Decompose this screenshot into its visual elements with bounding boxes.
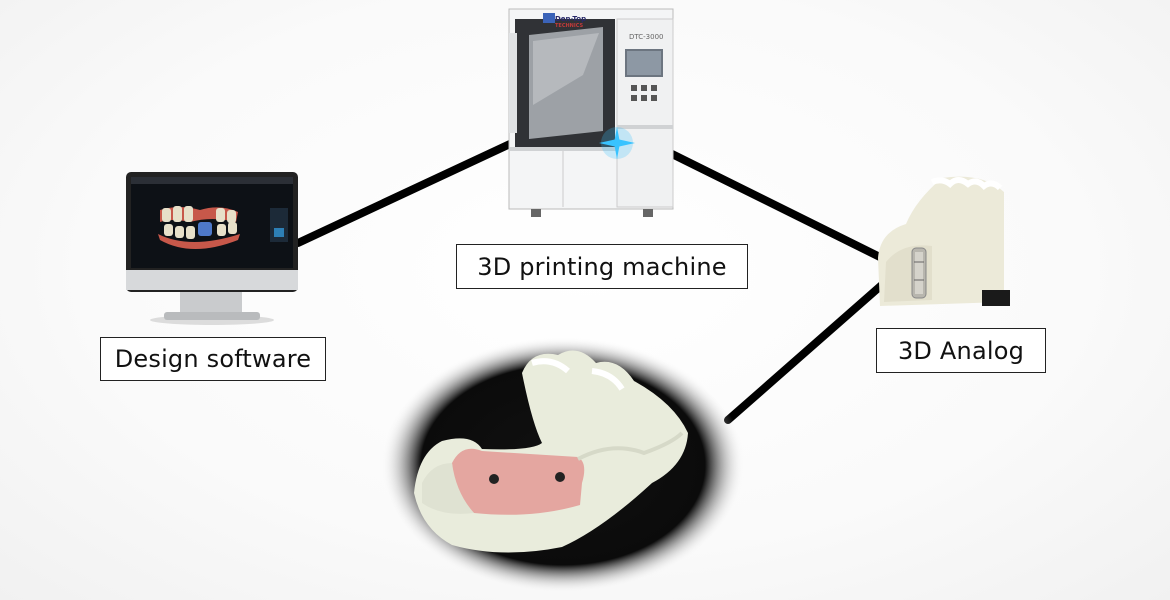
label-3d-analog: 3D Analog [876, 328, 1046, 373]
printer-brand-name: Den-Top [555, 15, 587, 23]
link-printer-to-analog [664, 148, 900, 269]
printer-brand-sub: TECHNICS [555, 23, 584, 29]
printer-model-name: DTC-3000 [629, 33, 664, 41]
label-printing-machine: 3D printing machine [456, 244, 748, 289]
link-analog-to-model [724, 279, 888, 424]
printer-icon: Den-Top TECHNICS DTC-3000 [503, 5, 680, 220]
printed-model-icon [382, 333, 744, 591]
analog-model-icon [872, 172, 1010, 310]
link-design-to-printer [294, 139, 516, 247]
label-design-software: Design software [100, 337, 326, 381]
monitor-icon [120, 168, 305, 328]
